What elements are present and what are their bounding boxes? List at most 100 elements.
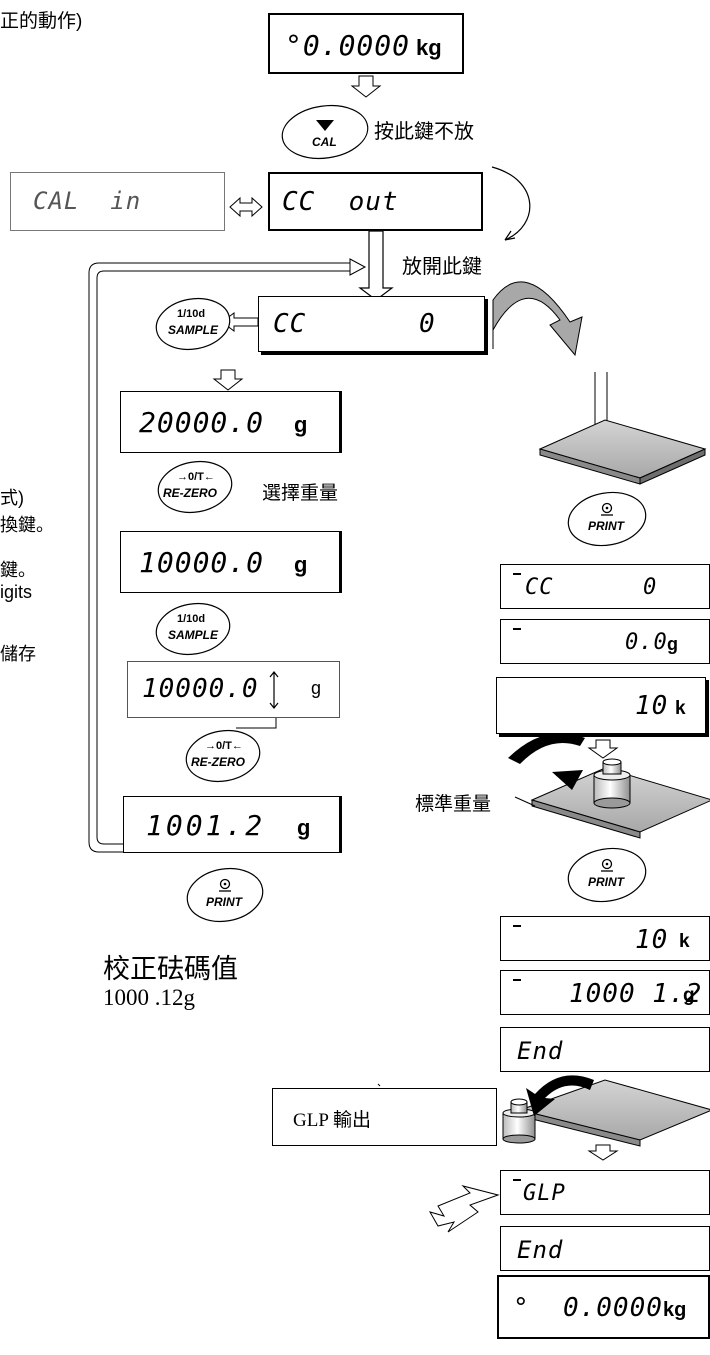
display-1001-unit: g bbox=[297, 815, 311, 840]
rezero-button-2-line2: RE-ZERO bbox=[191, 755, 245, 769]
rezero-button-2-line1: →0/T← bbox=[205, 740, 243, 752]
print-button-left-label: PRINT bbox=[206, 895, 242, 909]
release-arrow bbox=[358, 230, 394, 301]
standard-weight-note: 標準重量 bbox=[415, 794, 492, 815]
display-cc-out: CC out bbox=[268, 172, 483, 231]
display-20000-value: 20000.0 bbox=[139, 406, 265, 439]
display-start-value: °0.0000 bbox=[285, 29, 411, 62]
glp-output-label: GLP 輸出 bbox=[293, 1110, 371, 1131]
select-weight-note: 選擇重量 bbox=[262, 483, 339, 504]
display-r-glp-value: GLP bbox=[523, 1181, 566, 1206]
pan-with-weight bbox=[530, 758, 710, 839]
display-r-end-1-value: End bbox=[517, 1037, 564, 1065]
display-r-10k-a-unit: k bbox=[675, 698, 686, 719]
display-20000-unit: g bbox=[294, 412, 308, 437]
stable-mark bbox=[513, 1179, 521, 1181]
display-10000-unit: g bbox=[294, 552, 308, 577]
left-fragment-top: 正的動作) bbox=[0, 11, 83, 32]
display-final: ° 0.0000 kg bbox=[497, 1275, 710, 1339]
display-r-10k-b: 10 k bbox=[500, 916, 710, 961]
blink-updown-icon bbox=[268, 670, 280, 710]
display-20000: 20000.0 g bbox=[120, 391, 342, 453]
display-start: °0.0000 kg bbox=[268, 13, 464, 74]
display-cc-0-value: 0 bbox=[419, 309, 436, 339]
sample-button-2-line2: SAMPLE bbox=[168, 628, 219, 642]
stable-mark bbox=[513, 573, 521, 575]
left-fragment-2: 換鍵。 bbox=[0, 515, 54, 535]
rezero-button-1[interactable]: →0/T← RE-ZERO bbox=[155, 459, 235, 515]
rezero-button-1-line2: RE-ZERO bbox=[163, 486, 217, 500]
display-10000-value: 10000.0 bbox=[139, 546, 265, 579]
stable-mark bbox=[513, 979, 521, 981]
sample-button-1-line1: 1/10d bbox=[177, 308, 206, 320]
display-start-unit: kg bbox=[416, 35, 442, 60]
down-arrow-sample bbox=[212, 369, 244, 391]
display-10000-blink-value: 10000.0 bbox=[142, 674, 259, 704]
pan-empty bbox=[538, 419, 707, 485]
display-r-10k-b-value: 10 bbox=[635, 925, 669, 955]
display-r-zero: 0.0 g bbox=[500, 619, 710, 664]
curved-gray-arrow bbox=[492, 281, 583, 357]
left-fragment-3: 鍵。 bbox=[0, 560, 36, 580]
sample-button-1[interactable]: 1/10d SAMPLE bbox=[153, 296, 233, 352]
double-arrow bbox=[229, 196, 263, 218]
remove-weight-arrow bbox=[526, 1075, 594, 1116]
cal-button-label: CAL bbox=[312, 135, 337, 149]
down-arrow-1 bbox=[350, 75, 382, 98]
display-final-value: ° 0.0000 bbox=[513, 1293, 663, 1323]
display-r-10001-value: 1000 1.2 bbox=[569, 979, 703, 1009]
display-r-zero-value: 0.0 bbox=[625, 630, 668, 655]
display-r-end-1: End bbox=[500, 1027, 710, 1072]
display-r-end-2-value: End bbox=[517, 1236, 564, 1264]
display-r-10001-unit: g bbox=[683, 985, 695, 1006]
display-cal-in-value: CAL in bbox=[33, 187, 142, 215]
display-cc-0: CC 0 bbox=[258, 296, 485, 352]
stable-mark bbox=[513, 925, 521, 927]
place-weight-arrow bbox=[508, 733, 585, 764]
release-key-note: 放開此鍵 bbox=[402, 256, 482, 278]
left-fragment-4: igits bbox=[0, 582, 33, 602]
glp-output-box: GLP 輸出 bbox=[272, 1088, 497, 1146]
sample-button-2[interactable]: 1/10d SAMPLE bbox=[153, 601, 233, 657]
print-button-r2-label: PRINT bbox=[588, 875, 624, 889]
display-r-10k-b-unit: k bbox=[679, 931, 690, 952]
rezero-button-1-line1: →0/T← bbox=[177, 471, 215, 483]
display-r-cc-0-label: CC bbox=[525, 575, 554, 600]
glp-zigzag bbox=[428, 1185, 500, 1233]
display-r-10k-a: 10 k bbox=[496, 677, 706, 734]
display-r-glp: GLP bbox=[500, 1170, 710, 1215]
print-button-left[interactable]: PRINT bbox=[184, 866, 266, 924]
print-button-r1-label: PRINT bbox=[588, 519, 624, 533]
left-fragment-5: 儲存 bbox=[0, 644, 36, 664]
sample-button-1-line2: SAMPLE bbox=[168, 323, 219, 337]
sample-button-2-line1: 1/10d bbox=[177, 613, 206, 625]
print-button-r1[interactable]: PRINT bbox=[565, 490, 649, 548]
stable-mark bbox=[513, 628, 521, 630]
display-10000-blink: 10000.0 g bbox=[127, 661, 340, 718]
display-r-cc-0: CC 0 bbox=[500, 564, 710, 609]
display-r-zero-unit: g bbox=[667, 634, 678, 654]
hold-key-note: 按此鍵不放 bbox=[374, 121, 474, 143]
down-arrow-r1 bbox=[587, 739, 619, 759]
down-arrow-r2 bbox=[587, 1144, 619, 1161]
display-1001: 1001.2 g bbox=[123, 796, 342, 853]
display-r-10001: 1000 1.2 g bbox=[500, 970, 710, 1015]
display-r-10k-a-value: 10 bbox=[635, 691, 669, 721]
left-fragment-1: 式) bbox=[0, 488, 24, 508]
display-r-end-2: End bbox=[500, 1226, 710, 1271]
print-button-r2[interactable]: PRINT bbox=[565, 846, 649, 904]
display-10000-blink-unit: g bbox=[311, 678, 322, 698]
cal-button[interactable]: CAL bbox=[279, 103, 371, 161]
display-cc-0-label: CC bbox=[273, 309, 307, 339]
display-r-cc-0-value: 0 bbox=[643, 575, 658, 600]
cal-value: 1000 .12g bbox=[103, 985, 195, 1010]
display-cal-in: CAL in bbox=[10, 172, 225, 231]
curve-arrow bbox=[491, 166, 531, 241]
cal-value-title: 校正砝碼值 bbox=[103, 954, 238, 984]
pan-after-removal bbox=[502, 1079, 710, 1147]
display-cc-out-value: CC out bbox=[282, 187, 399, 217]
display-final-unit: kg bbox=[663, 1299, 687, 1321]
display-1001-value: 1001.2 bbox=[146, 809, 266, 842]
rezero-button-2[interactable]: →0/T← RE-ZERO bbox=[183, 728, 263, 784]
